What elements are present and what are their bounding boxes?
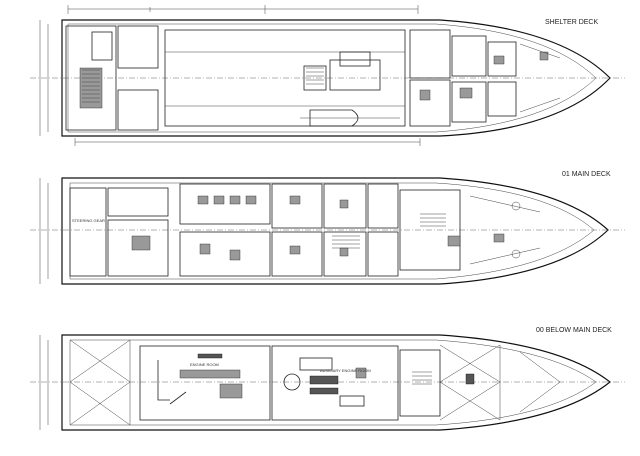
shelter-deck-plan: SHELTER DECK xyxy=(30,5,625,146)
shelter-deck-label: SHELTER DECK xyxy=(545,19,598,26)
below-main-deck-label: 00 BELOW MAIN DECK xyxy=(536,327,612,334)
engine-room-label: ENGINE ROOM xyxy=(190,362,219,367)
below-main-deck-plan: 00 BELOW MAIN DECK ENGINE ROOM AUXILIARY… xyxy=(30,327,625,431)
steering-gear-label: STEERING GEAR xyxy=(72,218,105,223)
main-deck-label: 01 MAIN DECK xyxy=(562,171,611,178)
main-deck-plan: 01 MAIN DECK STEERING GEAR xyxy=(30,171,625,285)
auxiliary-engine-room-label: AUXILIARY ENGINE ROOM xyxy=(320,368,371,373)
